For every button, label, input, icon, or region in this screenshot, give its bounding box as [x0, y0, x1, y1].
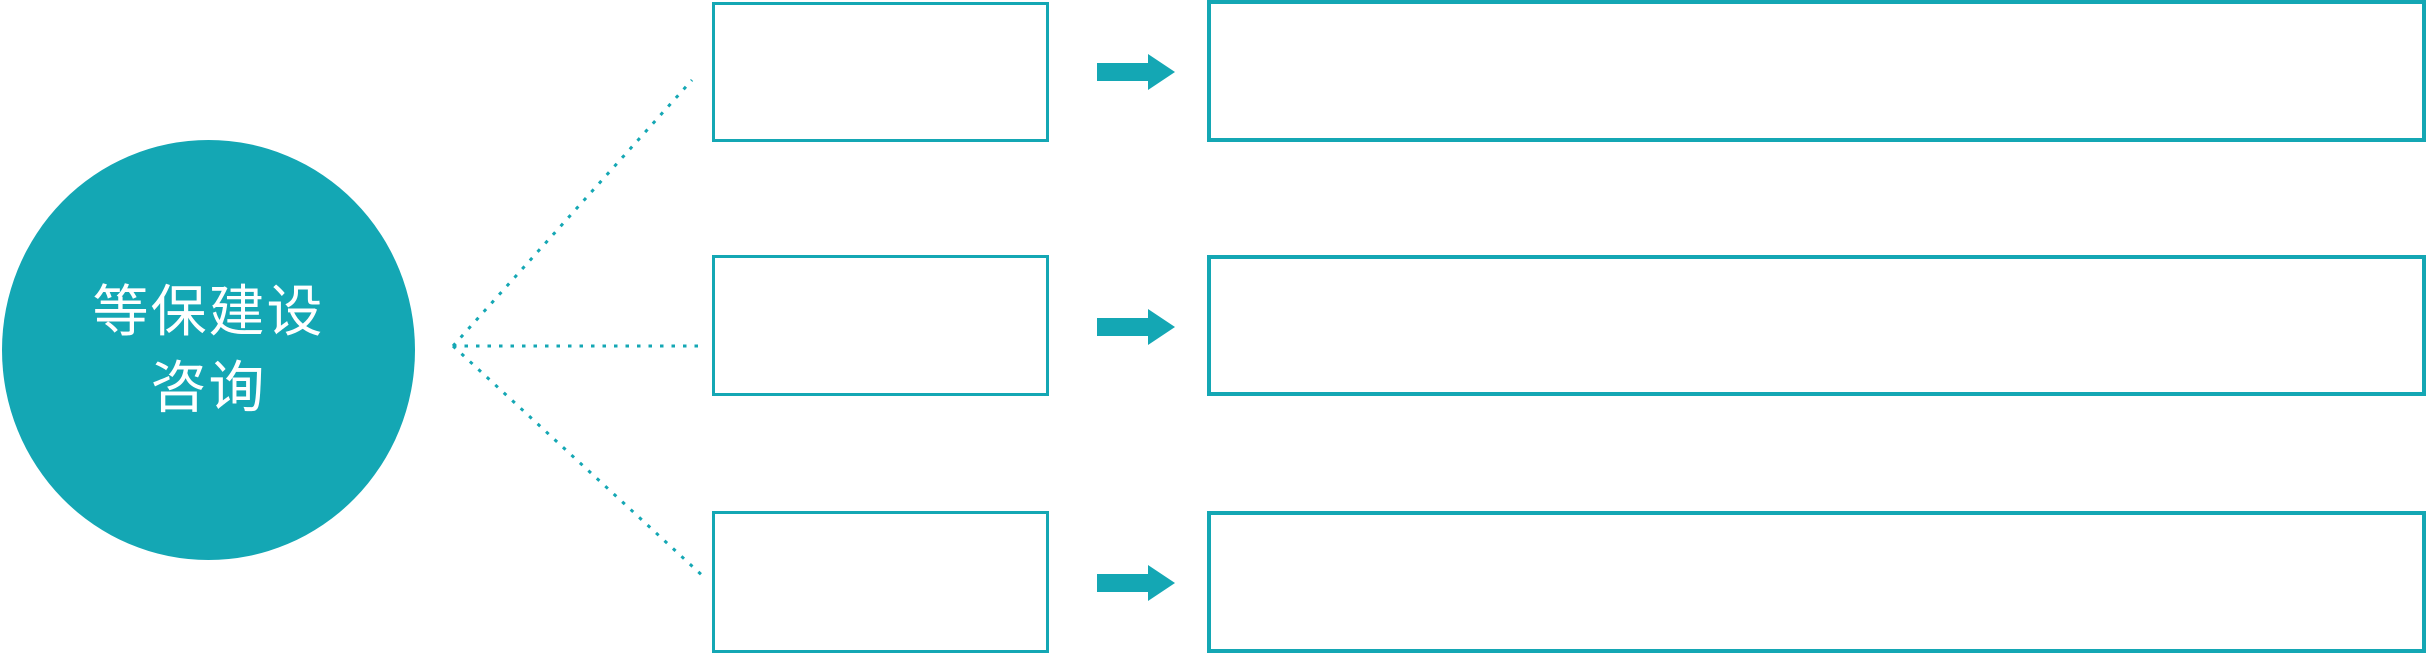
large-box-row2 — [1207, 255, 2426, 396]
arrow-right-icon — [1097, 309, 1175, 345]
small-box-row2 — [712, 255, 1049, 396]
hub-label-line1: 等保建设 — [92, 279, 325, 343]
hub-circle: 等保建设 咨询 — [2, 140, 415, 560]
dotted-connector-bottom — [451, 344, 707, 580]
small-box-row1 — [712, 2, 1049, 142]
hub-label-line2: 咨询 — [150, 356, 267, 419]
large-box-row3 — [1207, 511, 2426, 653]
arrow-right-icon — [1097, 565, 1175, 601]
small-box-row3 — [712, 511, 1049, 653]
arrow-right-icon — [1097, 54, 1175, 90]
dotted-connector-top — [451, 78, 694, 348]
large-box-row1 — [1207, 0, 2426, 142]
